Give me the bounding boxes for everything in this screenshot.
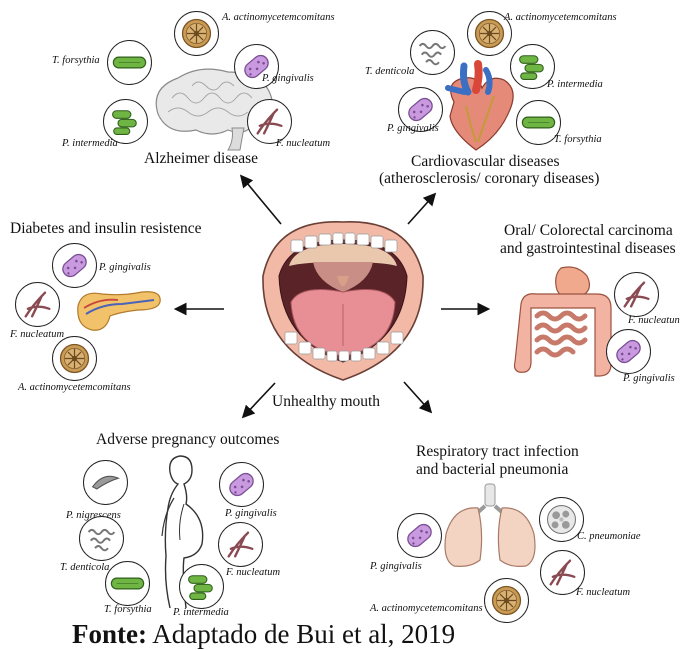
alzheimer-title: Alzheimer disease [144,150,258,168]
arrow-pregnancy [244,383,275,416]
alz-aa-label: A. actinomycetemcomitans [222,12,335,24]
intestine-illustration [507,262,623,382]
resp-title-line1: Respiratory tract infection [416,443,579,461]
pg-icon [397,513,442,558]
alz-fn-label: F. nucleatum [276,138,330,150]
mouth-illustration [255,214,431,384]
alz-pi-label: P. intermedia [62,138,118,150]
cardio-tf-label: T. forsythia [554,134,602,146]
cardio-td-label: T. denticola [365,66,414,78]
cardio-pi-label: P. intermedia [547,79,603,91]
pregnancy-title: Adverse pregnancy outcomes [96,431,279,449]
pg-icon [219,462,264,507]
tf-icon [105,561,150,606]
source-caption-text: Adaptado de Bui et al, 2019 [147,619,455,649]
preg-fn-label: F. nucleatum [226,567,280,579]
alz-tf-label: T. forsythia [52,55,100,67]
td-icon [79,516,124,561]
cardio-pg-label: P. gingivalis [387,123,439,135]
oral-title-line1: Oral/ Colorectal carcinoma [504,222,673,240]
source-caption: Fonte: Adaptado de Bui et al, 2019 [72,619,455,649]
pi-icon [179,564,224,609]
aa-icon [52,336,97,381]
diabetes-pg-label: P. gingivalis [99,262,151,274]
oral-title-line2: and gastrointestinal diseases [500,240,676,258]
heart-illustration [434,62,520,154]
oral-pg-label: P. gingivalis [623,373,675,385]
aa-icon [484,578,529,623]
diabetes-fn-label: F. nucleatum [10,329,64,341]
pg-icon [52,243,97,288]
lungs-illustration [440,482,540,570]
arrow-respiratory [404,382,430,411]
preg-pi-label: P. intermedia [173,607,229,619]
fn-icon [15,282,60,327]
diabetes-title: Diabetes and insulin resistence [10,220,202,238]
preg-pg-label: P. gingivalis [225,508,277,520]
pn-icon [83,460,128,505]
resp-fn-label: F. nucleatum [576,587,630,599]
cardio-title-line1: Cardiovascular diseases [411,153,560,171]
cardio-aa-label: A. actinomycetemcomitans [504,12,617,24]
resp-title-line2: and bacterial pneumonia [416,461,568,479]
center-label: Unhealthy mouth [272,393,380,411]
fn-icon [218,522,263,567]
cardio-title-line2: (atherosclerosis/ coronary diseases) [379,170,599,188]
pg-icon [606,329,651,374]
fn-icon [614,272,659,317]
resp-pg-label: P. gingivalis [370,561,422,573]
preg-td-label: T. denticola [60,562,109,574]
diabetes-aa-label: A. actinomycetemcomitans [18,382,131,394]
resp-cp-label: C. pneumoniae [577,531,641,543]
oral-fn-label: F. nucleatun [628,315,680,327]
aa-icon [174,11,219,56]
td-icon [410,30,455,75]
pancreas-illustration [72,284,164,338]
resp-aa-label: A. actinomycetemcomitans [370,603,483,615]
alz-pg-label: P. gingivalis [262,73,314,85]
tf-icon [107,40,152,85]
source-caption-bold: Fonte: [72,619,147,649]
preg-tf-label: T. forsythia [104,604,152,616]
